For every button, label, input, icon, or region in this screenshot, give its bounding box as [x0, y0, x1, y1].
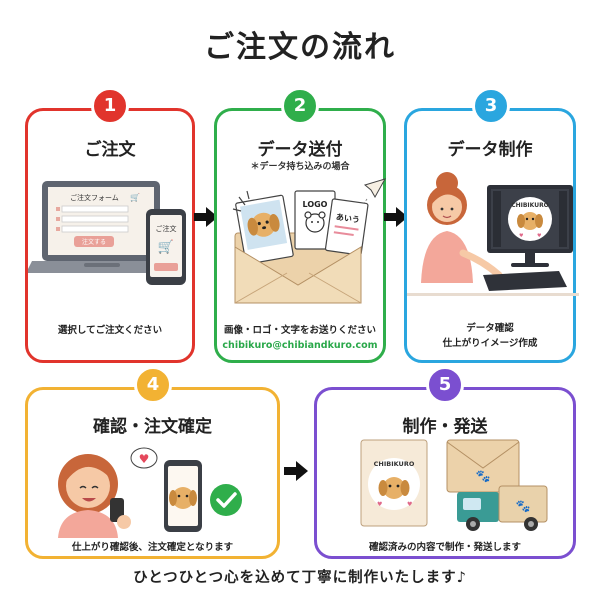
envelope-data-illustration: LOGO あいう — [232, 178, 387, 304]
step-1-card: ご注文 ご注文フォーム 🛒 注文する ご注文 🛒 選択してご注文ください — [25, 108, 195, 363]
footer-message: ひとつひとつ心を込めて丁寧に制作いたします♪ — [133, 570, 467, 586]
step-2-title: データ送付 — [257, 140, 343, 160]
svg-text:🛒: 🛒 — [158, 239, 174, 255]
step-3-badge: 3 — [472, 87, 510, 125]
svg-text:♥: ♥ — [139, 452, 150, 466]
step-4-badge: 4 — [134, 366, 172, 404]
svg-text:🐾: 🐾 — [516, 499, 531, 513]
designer-monitor-illustration: CHIBIKURO ♥ ♥ — [407, 172, 579, 296]
svg-text:♥: ♥ — [537, 233, 542, 239]
step-1-description: 選択してご注文ください — [57, 325, 163, 336]
step-1-badge: 1 — [91, 87, 129, 125]
step-2-note: ＊データ持ち込みの場合 — [250, 162, 350, 172]
svg-text:あいう: あいう — [335, 212, 360, 224]
svg-text:♥: ♥ — [407, 501, 412, 508]
step-2-badge: 2 — [281, 87, 319, 125]
arrow-right-icon — [384, 207, 408, 227]
step-4-title: 確認・注文確定 — [93, 417, 212, 437]
svg-text:ご注文: ご注文 — [156, 224, 177, 233]
step-5-badge: 5 — [426, 366, 464, 404]
step-4-card: 確認・注文確定 ♥ 仕上がり確認後、注文確定となります — [25, 387, 280, 559]
svg-text:♥: ♥ — [377, 501, 382, 508]
step-5-description: 確認済みの内容で制作・発送します — [368, 542, 521, 553]
svg-text:注文する: 注文する — [82, 238, 106, 246]
svg-text:♥: ♥ — [519, 233, 524, 239]
step-5-card: 制作・発送 CHIBIKURO ♥ ♥ 🐾 🐾 確認済みの内容で制作・発送します — [314, 387, 576, 559]
svg-text:CHIBIKURO: CHIBIKURO — [511, 202, 549, 209]
confirmation-phone-illustration: ♥ — [58, 447, 242, 538]
arrow-right-icon — [194, 207, 218, 227]
svg-text:LOGO: LOGO — [303, 200, 328, 209]
svg-text:🐾: 🐾 — [476, 469, 491, 483]
production-shipping-illustration: CHIBIKURO ♥ ♥ 🐾 🐾 — [360, 439, 548, 531]
arrow-right-icon — [284, 461, 308, 481]
step-1-title: ご注文 — [84, 140, 136, 160]
svg-text:CHIBIKURO: CHIBIKURO — [374, 460, 415, 468]
step-2-description: 画像・ロゴ・文字をお送りください — [223, 325, 376, 336]
step-5-title: 制作・発送 — [402, 417, 488, 437]
step-4-description: 仕上がり確認後、注文確定となります — [71, 542, 234, 553]
svg-text:ご注文フォーム: ご注文フォーム — [70, 193, 119, 202]
step-3-title: データ制作 — [447, 140, 533, 160]
step-2-email: chibikuro@chibiandkuro.com — [222, 340, 378, 351]
laptop-order-illustration: ご注文フォーム 🛒 注文する ご注文 🛒 — [28, 181, 186, 285]
page-title: ご注文の流れ — [204, 30, 396, 65]
step-3-card: データ制作 CHIBIKURO ♥ ♥ データ確認 仕上がりイメージ作成 — [404, 108, 579, 363]
svg-text:🛒: 🛒 — [130, 192, 140, 202]
step-3-description-line1: データ確認 — [466, 323, 514, 334]
step-3-description-line2: 仕上がりイメージ作成 — [442, 338, 538, 349]
step-2-card: データ送付 ＊データ持ち込みの場合 LOGO あいう — [214, 108, 387, 363]
